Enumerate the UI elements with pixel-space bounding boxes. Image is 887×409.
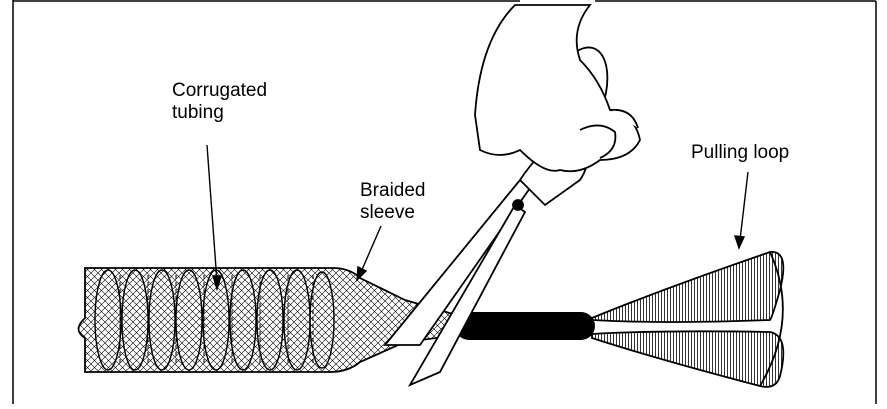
corrugated-tubing-label-line2: tubing xyxy=(172,102,267,124)
braided-sleeve-label-line2: sleeve xyxy=(360,202,426,224)
cable-core xyxy=(455,312,595,340)
hand xyxy=(475,5,640,171)
corrugated-tubing-label-line1: Corrugated xyxy=(172,80,267,102)
corrugated-tubing xyxy=(79,268,461,372)
braided-sleeve-label: Braided sleeve xyxy=(360,180,426,224)
pulling-loop xyxy=(592,252,783,387)
corrugated-tubing-label: Corrugated tubing xyxy=(172,80,267,124)
braided-sleeve-label-line1: Braided xyxy=(360,180,426,202)
pulling-loop-label: Pulling loop xyxy=(691,142,789,164)
